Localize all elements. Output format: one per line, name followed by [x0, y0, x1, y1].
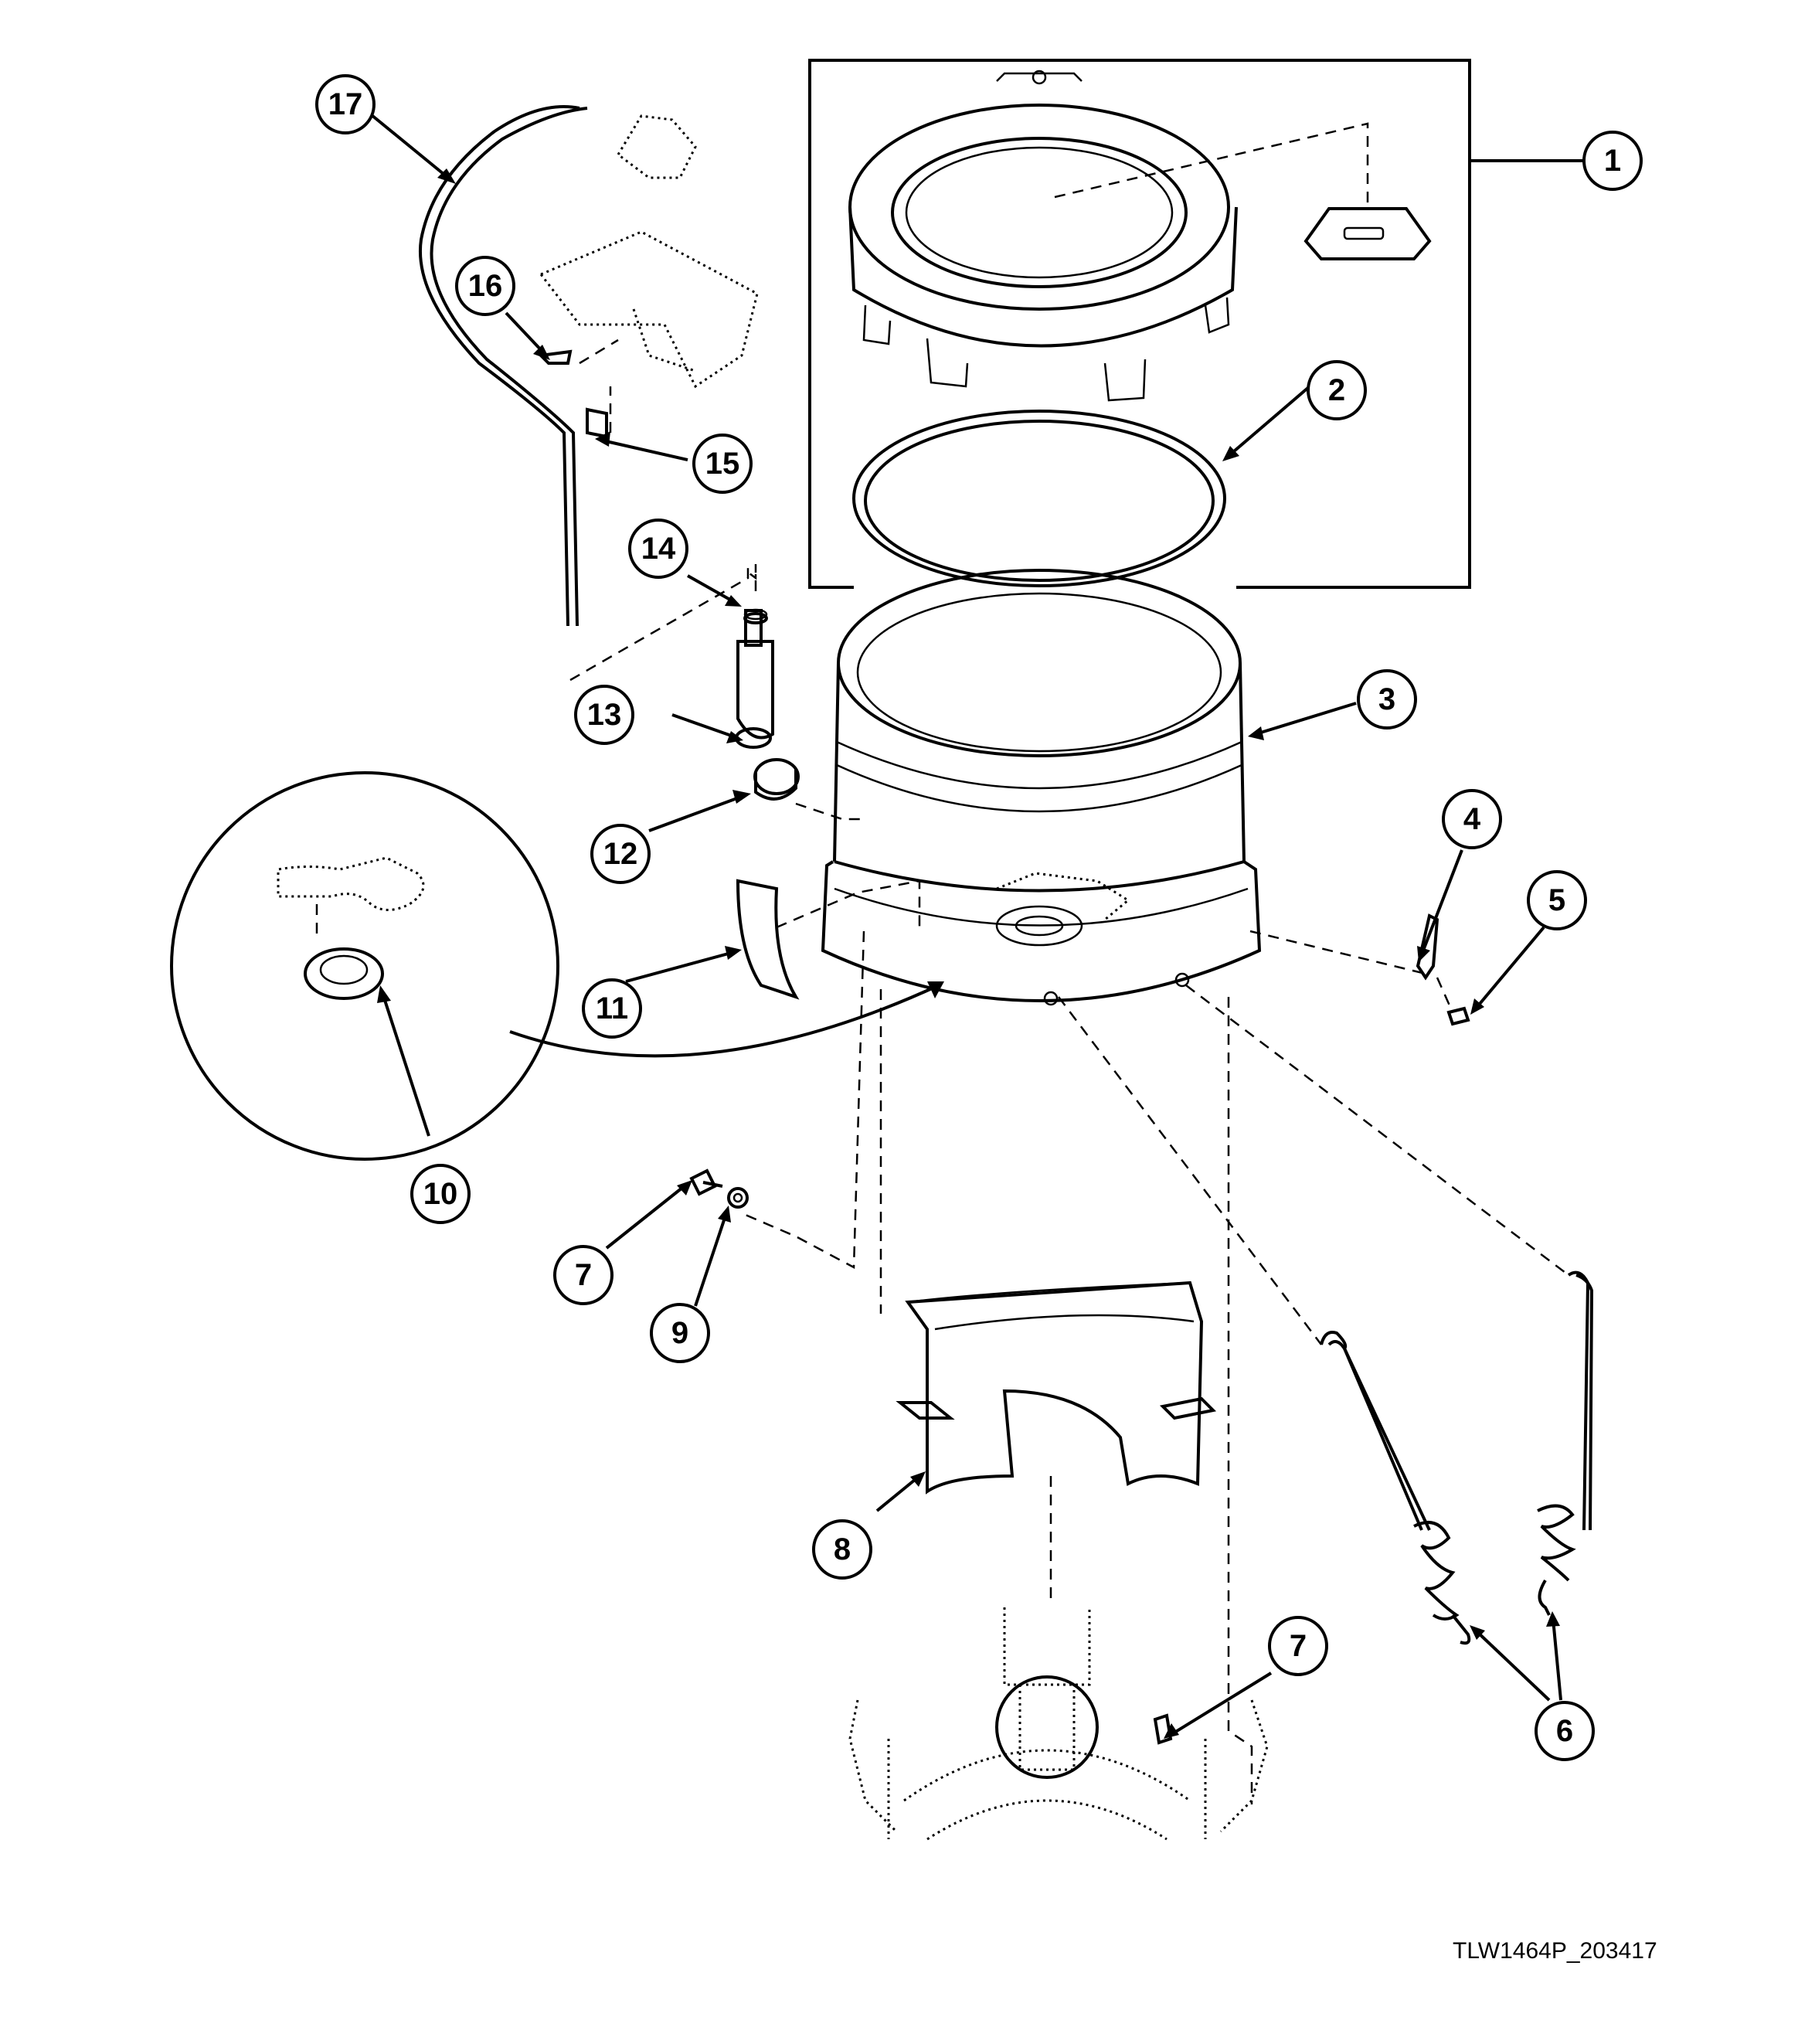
assembly-guide-lines	[741, 930, 1569, 1804]
fill-hose-assembly	[419, 105, 759, 627]
callout-13: 13	[574, 685, 634, 745]
callout-16-label: 16	[468, 269, 503, 303]
callout-6: 6	[1535, 1701, 1595, 1761]
callout-7-bolt: 7	[553, 1245, 613, 1305]
suspension-springs	[1320, 1270, 1594, 1645]
callout-10: 10	[410, 1164, 471, 1224]
callout-7-lower: 7	[1268, 1616, 1328, 1676]
outer-tub	[821, 569, 1262, 1006]
callout-11: 11	[582, 978, 642, 1039]
callout-3: 3	[1357, 669, 1417, 730]
callout-8: 8	[812, 1519, 872, 1580]
callout-2: 2	[1307, 360, 1367, 420]
kit-bracket-frame	[808, 59, 1584, 589]
callout-12: 12	[590, 824, 651, 884]
leader-arrows	[362, 107, 1562, 1739]
callout-16: 16	[455, 256, 515, 316]
callout-5: 5	[1527, 870, 1587, 930]
tub-shield	[896, 1280, 1217, 1495]
callout-3-label: 3	[1378, 682, 1395, 716]
callout-1-label: 1	[1604, 144, 1621, 178]
callout-8-label: 8	[834, 1532, 851, 1566]
callout-15-label: 15	[705, 447, 740, 481]
drawing-code: TLW1464P_203417	[1453, 1938, 1657, 1964]
callout-4-label: 4	[1463, 802, 1481, 836]
callout-17: 17	[315, 74, 376, 134]
callout-2-label: 2	[1328, 373, 1345, 407]
ring-clip	[1054, 122, 1432, 260]
callout-14-label: 14	[641, 532, 676, 566]
bolt-and-washer	[689, 1168, 749, 1209]
callout-1: 1	[1582, 131, 1643, 191]
bracket-and-screw	[1249, 913, 1470, 1026]
callout-7-lower-label: 7	[1290, 1629, 1307, 1663]
callout-12-label: 12	[603, 837, 638, 871]
callout-6-label: 6	[1556, 1714, 1573, 1748]
callout-17-label: 17	[328, 87, 363, 121]
callout-5-label: 5	[1548, 883, 1565, 917]
callout-9: 9	[650, 1303, 710, 1363]
callout-9-label: 9	[671, 1316, 688, 1350]
callout-14: 14	[628, 519, 688, 579]
transmission-assembly-outline	[848, 1607, 1269, 1841]
detail-magnifier-circle	[170, 771, 944, 1161]
tub-label-strip	[736, 879, 921, 1000]
callout-4: 4	[1442, 789, 1502, 849]
tub-gasket	[852, 410, 1226, 587]
tub-ring	[848, 70, 1238, 402]
callout-15: 15	[692, 434, 753, 494]
callout-13-label: 13	[587, 698, 622, 732]
callout-7-bolt-label: 7	[575, 1258, 592, 1292]
callout-10-label: 10	[423, 1177, 458, 1211]
callout-11-label: 11	[596, 991, 628, 1025]
